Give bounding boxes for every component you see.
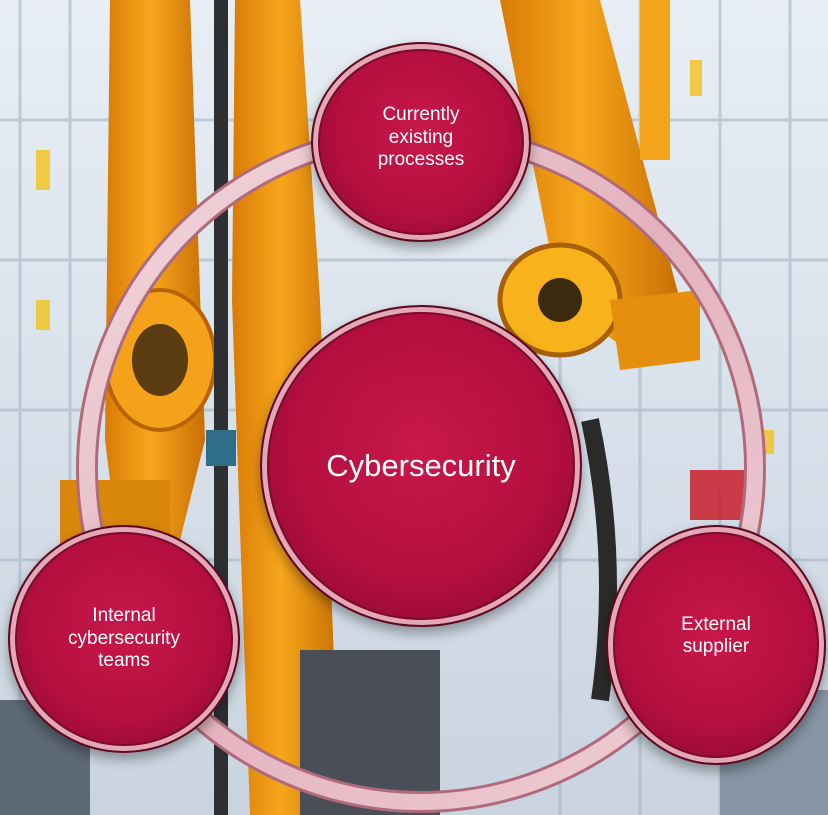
- node-currently-existing-processes: Currently existing processes: [311, 42, 531, 242]
- node-right-label: External supplier: [681, 613, 751, 657]
- node-internal-cybersecurity-teams: Internal cybersecurity teams: [8, 525, 240, 753]
- node-external-supplier: External supplier: [606, 525, 826, 765]
- node-left-label: Internal cybersecurity teams: [68, 605, 180, 672]
- center-node-label: Cybersecurity: [326, 447, 516, 483]
- node-top-label: Currently existing processes: [377, 104, 465, 171]
- center-node-cybersecurity: Cybersecurity: [260, 305, 582, 627]
